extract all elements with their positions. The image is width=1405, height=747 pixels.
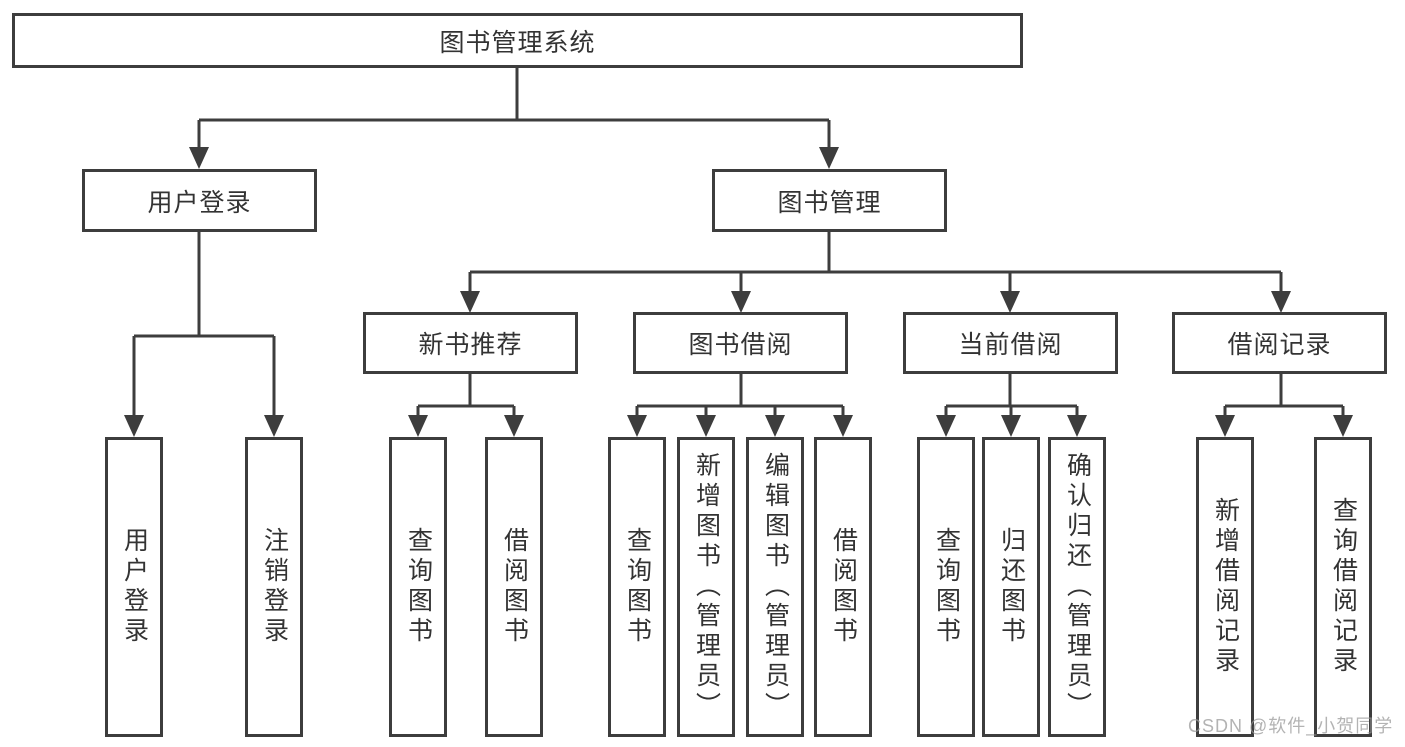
- leaf-borrow-books-recommend: 借阅图书: [485, 437, 543, 737]
- connector-new-book: [408, 374, 524, 437]
- node-borrow-records: 借阅记录: [1172, 312, 1387, 374]
- leaf-label: 新增图书（管理员）: [692, 452, 721, 722]
- leaf-logout: 注销登录: [245, 437, 303, 737]
- watermark-text: CSDN @软件_小贺同学: [1188, 716, 1394, 736]
- node-book-management-label: 图书管理: [777, 188, 882, 217]
- leaf-return-books: 归还图书: [982, 437, 1040, 737]
- leaf-label: 确认归还（管理员）: [1063, 452, 1092, 722]
- leaf-label: 归还图书: [997, 527, 1026, 647]
- leaf-logout-label: 注销登录: [260, 527, 289, 647]
- leaf-label: 查询借阅记录: [1329, 497, 1358, 677]
- connector-borrow: [627, 374, 853, 437]
- connector-root: [189, 68, 839, 169]
- leaf-user-login: 用户登录: [105, 437, 163, 737]
- node-book-borrow-label: 图书借阅: [688, 331, 793, 359]
- connector-records: [1215, 374, 1353, 437]
- node-book-borrow: 图书借阅: [633, 312, 848, 374]
- leaf-add-books-admin: 新增图书（管理员）: [677, 437, 735, 737]
- node-user-login: 用户登录: [82, 169, 317, 232]
- connector-user-login: [124, 232, 284, 437]
- node-current-borrow-label: 当前借阅: [958, 331, 1063, 359]
- node-root: 图书管理系统: [12, 13, 1023, 68]
- connector-book-management: [460, 232, 1291, 313]
- leaf-query-books-borrow: 查询图书: [608, 437, 666, 737]
- node-root-label: 图书管理系统: [439, 28, 596, 57]
- leaf-query-borrow-record: 查询借阅记录: [1314, 437, 1372, 737]
- leaf-label: 借阅图书: [500, 527, 529, 647]
- node-new-book-recommend-label: 新书推荐: [418, 331, 523, 359]
- leaf-query-books-current: 查询图书: [917, 437, 975, 737]
- node-current-borrow: 当前借阅: [903, 312, 1118, 374]
- leaf-label: 查询图书: [932, 527, 961, 647]
- node-borrow-records-label: 借阅记录: [1227, 331, 1332, 359]
- node-user-login-label: 用户登录: [147, 188, 252, 217]
- leaf-query-books-recommend: 查询图书: [389, 437, 447, 737]
- leaf-label: 借阅图书: [829, 527, 858, 647]
- leaf-label: 新增借阅记录: [1211, 497, 1240, 677]
- leaf-confirm-return-admin: 确认归还（管理员）: [1048, 437, 1106, 737]
- leaf-user-login-label: 用户登录: [120, 527, 149, 647]
- leaf-borrow-books: 借阅图书: [814, 437, 872, 737]
- leaf-label: 编辑图书（管理员）: [761, 452, 790, 722]
- leaf-add-borrow-record: 新增借阅记录: [1196, 437, 1254, 737]
- leaf-label: 查询图书: [404, 527, 433, 647]
- leaf-label: 查询图书: [623, 527, 652, 647]
- leaf-edit-books-admin: 编辑图书（管理员）: [746, 437, 804, 737]
- node-book-management: 图书管理: [712, 169, 947, 232]
- connector-current: [936, 374, 1087, 437]
- node-new-book-recommend: 新书推荐: [363, 312, 578, 374]
